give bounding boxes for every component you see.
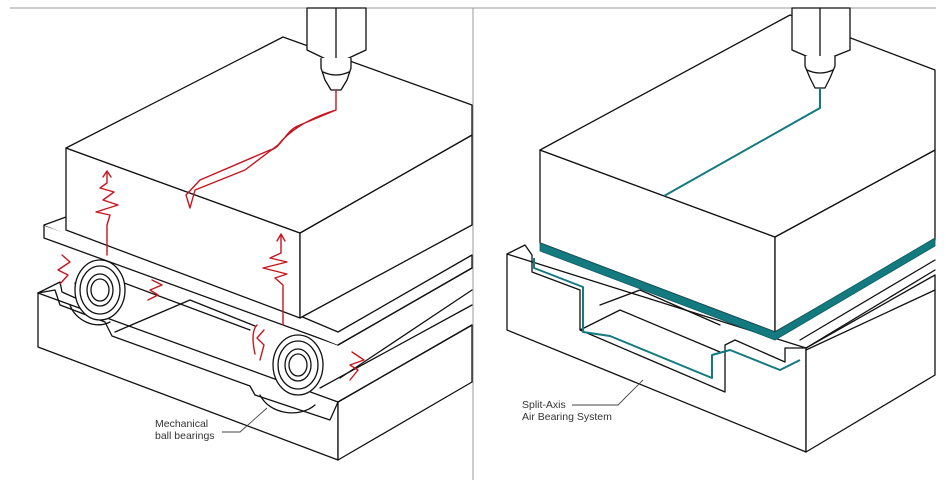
label-line-2: ball bearings — [155, 430, 215, 442]
erratic-tool-path — [185, 89, 337, 209]
left-label-leader — [222, 407, 268, 433]
vibration-arrow-2 — [262, 235, 288, 326]
label-line-1: Mechanical — [155, 418, 209, 430]
right-label-leader — [572, 379, 644, 406]
air-film-channel — [533, 258, 801, 379]
right-spindle-tool — [791, 7, 851, 89]
left-workpiece-block — [65, 36, 473, 319]
right-panel-air-bearing — [506, 7, 936, 453]
vibration-arrow-1 — [95, 171, 119, 256]
mechanical-bearings-label: Mechanical ball bearings — [155, 418, 215, 442]
ball-bearing-right — [272, 334, 324, 396]
label-line-2: Air Bearing System — [522, 411, 612, 423]
right-base-block — [506, 244, 936, 453]
arrow-head-2 — [276, 233, 286, 242]
left-spindle-tool — [306, 7, 367, 91]
ball-bearing-left — [74, 259, 126, 321]
vibration-squiggle-2 — [147, 279, 163, 301]
vibration-squiggle-4 — [349, 351, 365, 381]
vibration-squiggle-1 — [57, 254, 71, 285]
vibration-squiggle-3 — [256, 329, 265, 361]
air-bearing-label: Split-Axis Air Bearing System — [522, 399, 612, 423]
label-line-1: Split-Axis — [522, 399, 566, 411]
left-panel-mechanical-bearing — [37, 7, 473, 461]
arrow-head-1 — [102, 170, 112, 178]
left-base-block — [37, 273, 473, 461]
vibration-arrow-3 — [252, 324, 258, 355]
vibration-paths — [57, 89, 365, 381]
straight-tool-path — [663, 88, 821, 197]
air-bearing-film — [539, 237, 936, 341]
right-workpiece-block — [539, 14, 936, 341]
